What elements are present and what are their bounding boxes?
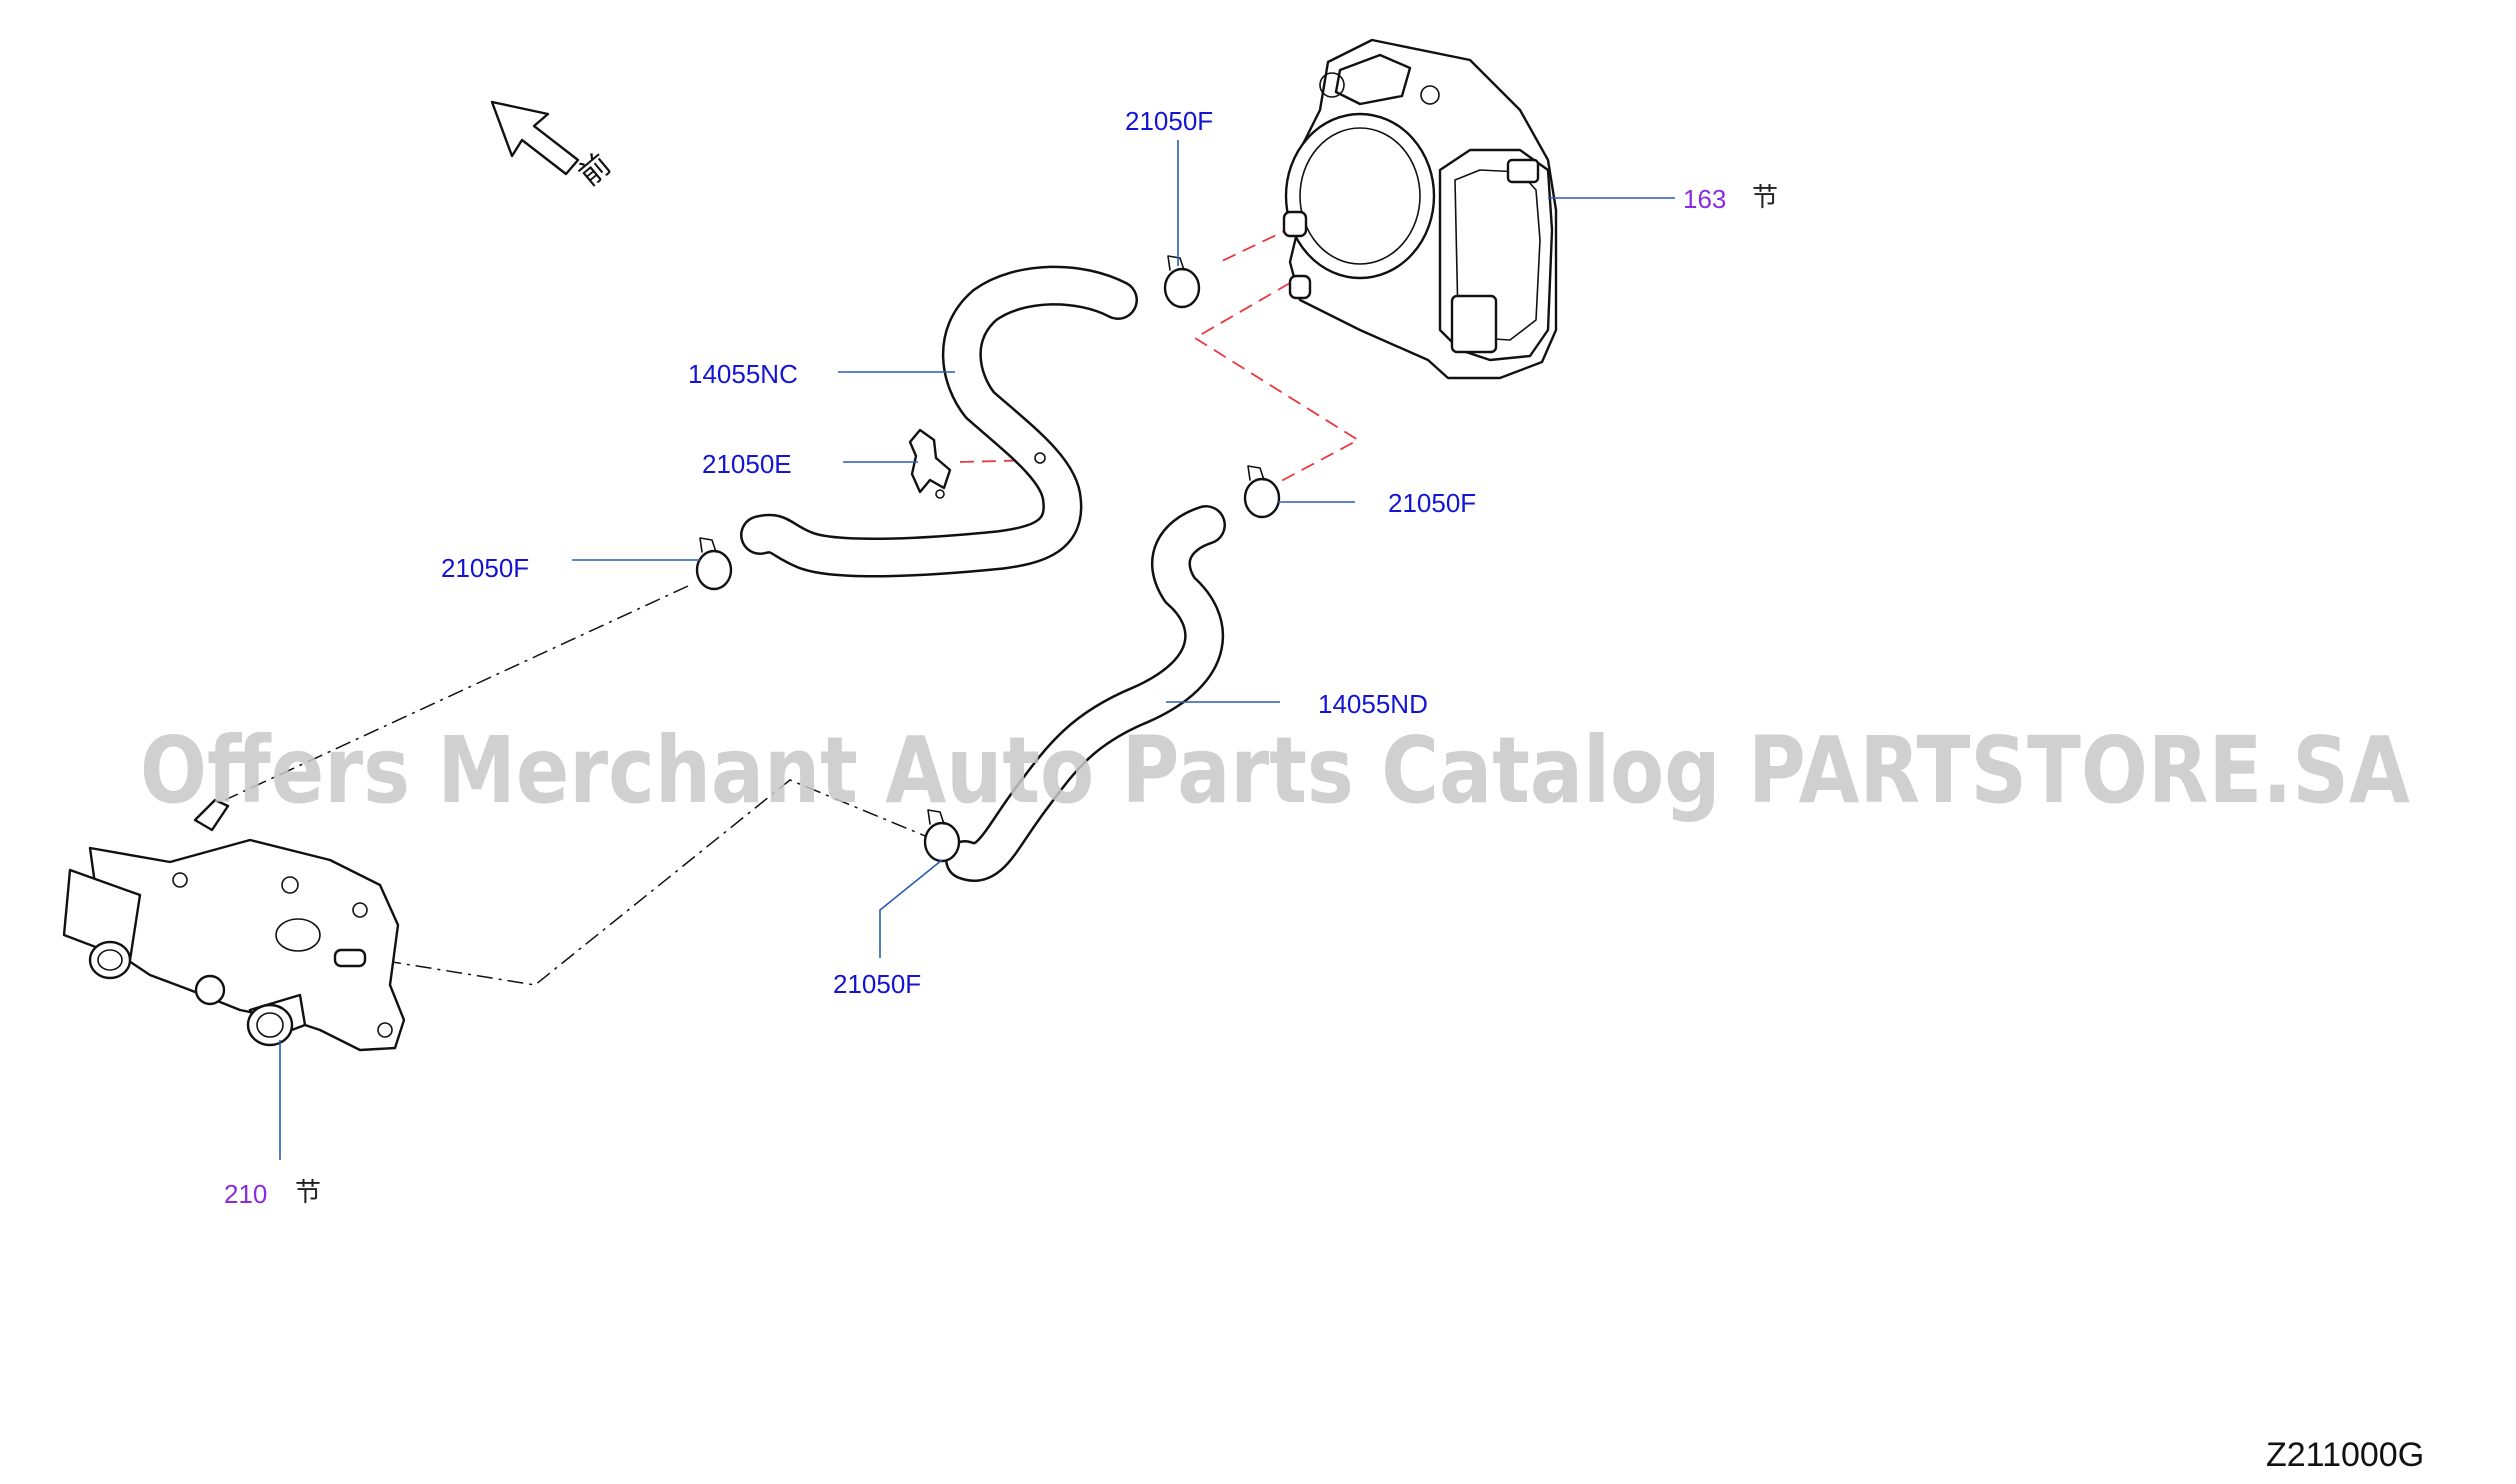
clamp-bottom-part-number[interactable]: 21050F	[833, 969, 921, 999]
throttle-body-illustration	[1282, 38, 1558, 380]
clamp-bottom-illustration	[923, 809, 961, 863]
clamp-top-part-number[interactable]: 21050F	[1125, 106, 1213, 136]
upper-hose-part-number[interactable]: 14055NC	[688, 359, 798, 389]
thermostat-housing-ref-number[interactable]: 210	[224, 1179, 267, 1209]
throttle-body-ref-number[interactable]: 163	[1683, 184, 1726, 214]
watermark-text: Offers Merchant Auto Parts Catalog PARTS…	[140, 717, 2410, 824]
clamp-right-part-number[interactable]: 21050F	[1388, 488, 1476, 518]
lower-hose-14055nd	[945, 505, 1226, 882]
upper-hose-14055nc	[740, 265, 1138, 578]
front-arrow-icon	[490, 100, 580, 176]
diagram-code: Z211000G	[2266, 1436, 2424, 1474]
clamp-top-illustration	[1163, 255, 1201, 309]
throttle-body-ref-suffix: 节	[1752, 183, 1778, 213]
clip-21050e-illustration	[908, 428, 952, 499]
thermostat-housing-ref-suffix: 节	[295, 1178, 321, 1208]
clamp-left-illustration	[695, 537, 733, 591]
leader-lines	[279, 140, 1675, 1160]
clamp-right-illustration	[1243, 465, 1281, 519]
lower-hose-part-number[interactable]: 14055ND	[1318, 689, 1428, 719]
clamp-left-part-number[interactable]: 21050F	[441, 553, 529, 583]
clip-part-number[interactable]: 21050E	[702, 449, 792, 479]
front-direction-label: 前	[572, 147, 617, 193]
thermostat-housing-illustration	[62, 798, 406, 1052]
